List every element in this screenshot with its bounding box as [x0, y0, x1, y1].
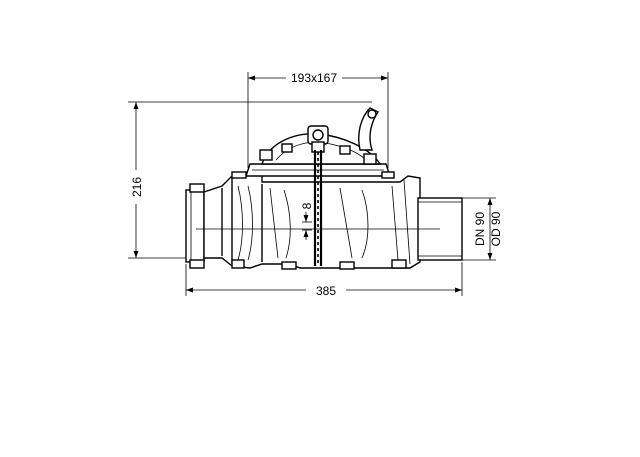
length-label: 385 [316, 284, 336, 298]
offset-label: 8 [300, 202, 314, 209]
valve-body [185, 107, 463, 270]
height-label: 216 [130, 177, 144, 197]
housing [203, 171, 421, 269]
outer-diameter-label: OD 90 [489, 211, 503, 246]
nominal-diameter-label: DN 90 [473, 212, 487, 246]
top-width-dimension: 193x167 [247, 71, 389, 168]
inlet-socket [185, 189, 205, 263]
diameter-dimension: DN 90 OD 90 [462, 197, 503, 261]
offset-dimension: 8 [300, 202, 314, 240]
height-dimension: 216 [128, 101, 372, 259]
top-width-label: 193x167 [291, 71, 337, 85]
length-dimension: 385 [185, 262, 463, 298]
